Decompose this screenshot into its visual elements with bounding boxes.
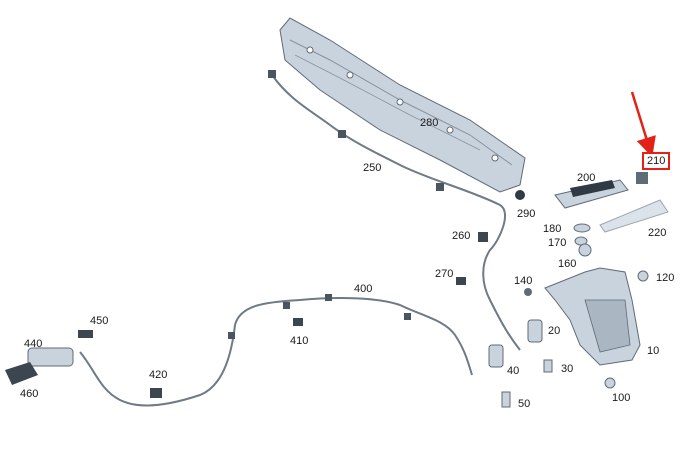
hose-250-part[interactable] — [271, 74, 521, 351]
clip-icon — [283, 302, 290, 309]
sensor-50-part[interactable] — [501, 391, 511, 408]
callout-420[interactable]: 420 — [149, 369, 168, 381]
callout-10[interactable]: 10 — [647, 345, 660, 357]
callout-460[interactable]: 460 — [20, 388, 39, 400]
seal-180-part[interactable] — [573, 223, 591, 233]
callout-140[interactable]: 140 — [514, 275, 533, 287]
callout-50[interactable]: 50 — [518, 398, 531, 410]
callout-30[interactable]: 30 — [561, 363, 574, 375]
cowl-panel-part[interactable] — [279, 17, 526, 193]
callout-410[interactable]: 410 — [290, 335, 309, 347]
callout-400[interactable]: 400 — [354, 283, 373, 295]
grommet-290-part[interactable] — [515, 190, 525, 200]
sensor-30-part[interactable] — [543, 359, 553, 373]
cover-460-part[interactable] — [5, 362, 38, 385]
callout-170[interactable]: 170 — [548, 237, 567, 249]
grommet-100-part[interactable] — [604, 377, 616, 389]
clip-icon — [325, 294, 332, 301]
pump-20-part[interactable] — [527, 319, 543, 343]
clip-270-part[interactable] — [456, 277, 466, 285]
callout-160[interactable]: 160 — [558, 258, 577, 270]
callout-260[interactable]: 260 — [452, 230, 471, 242]
clip-icon — [436, 183, 444, 191]
clip-260-part[interactable] — [478, 232, 488, 242]
clip-420-part[interactable] — [150, 388, 162, 398]
callout-200[interactable]: 200 — [577, 172, 596, 184]
callout-20[interactable]: 20 — [548, 325, 561, 337]
callout-40[interactable]: 40 — [507, 365, 520, 377]
callout-210[interactable]: 210 — [642, 152, 671, 170]
clip-icon — [228, 332, 235, 339]
clip-140-part[interactable] — [524, 288, 532, 296]
callout-220[interactable]: 220 — [648, 227, 667, 239]
cover-220-part[interactable] — [599, 199, 669, 233]
hose-400-part[interactable] — [79, 296, 473, 407]
clip-icon — [268, 70, 276, 78]
housing-200-part[interactable] — [554, 179, 629, 209]
clip-icon — [404, 313, 411, 320]
reservoir-10-part[interactable] — [544, 267, 641, 366]
callout-270[interactable]: 270 — [435, 268, 454, 280]
callout-280[interactable]: 280 — [420, 117, 439, 129]
highlight-arrow-icon — [630, 91, 656, 158]
cap-120-part[interactable] — [637, 270, 649, 282]
callout-120[interactable]: 120 — [656, 272, 675, 284]
pump-40-part[interactable] — [488, 344, 504, 368]
clip-410-part[interactable] — [293, 318, 303, 326]
callout-250[interactable]: 250 — [363, 162, 382, 174]
callout-180[interactable]: 180 — [543, 223, 562, 235]
callout-440[interactable]: 440 — [24, 338, 43, 350]
clip-icon — [338, 130, 346, 138]
callout-290[interactable]: 290 — [517, 208, 536, 220]
cap-160-part[interactable] — [578, 243, 592, 257]
part-210-icon[interactable] — [636, 172, 648, 184]
bracket-450-part[interactable] — [78, 330, 93, 338]
callout-100[interactable]: 100 — [612, 392, 631, 404]
callout-450[interactable]: 450 — [90, 315, 109, 327]
nozzle-440-part[interactable] — [27, 347, 74, 367]
